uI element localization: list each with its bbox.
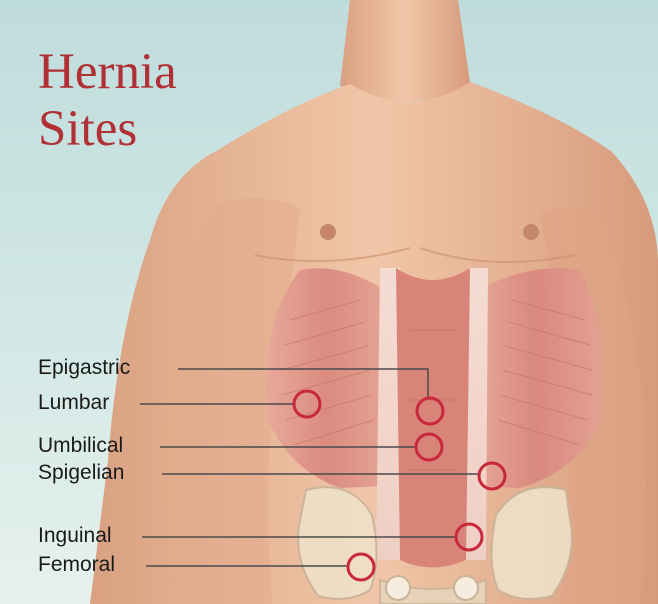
label-lumbar: Lumbar [38, 391, 109, 415]
label-spigelian: Spigelian [38, 461, 124, 485]
label-inguinal: Inguinal [38, 524, 112, 548]
right-nipple [523, 224, 539, 240]
left-nipple [320, 224, 336, 240]
label-epigastric: Epigastric [38, 356, 130, 380]
label-femoral: Femoral [38, 553, 115, 577]
label-umbilical: Umbilical [38, 434, 123, 458]
